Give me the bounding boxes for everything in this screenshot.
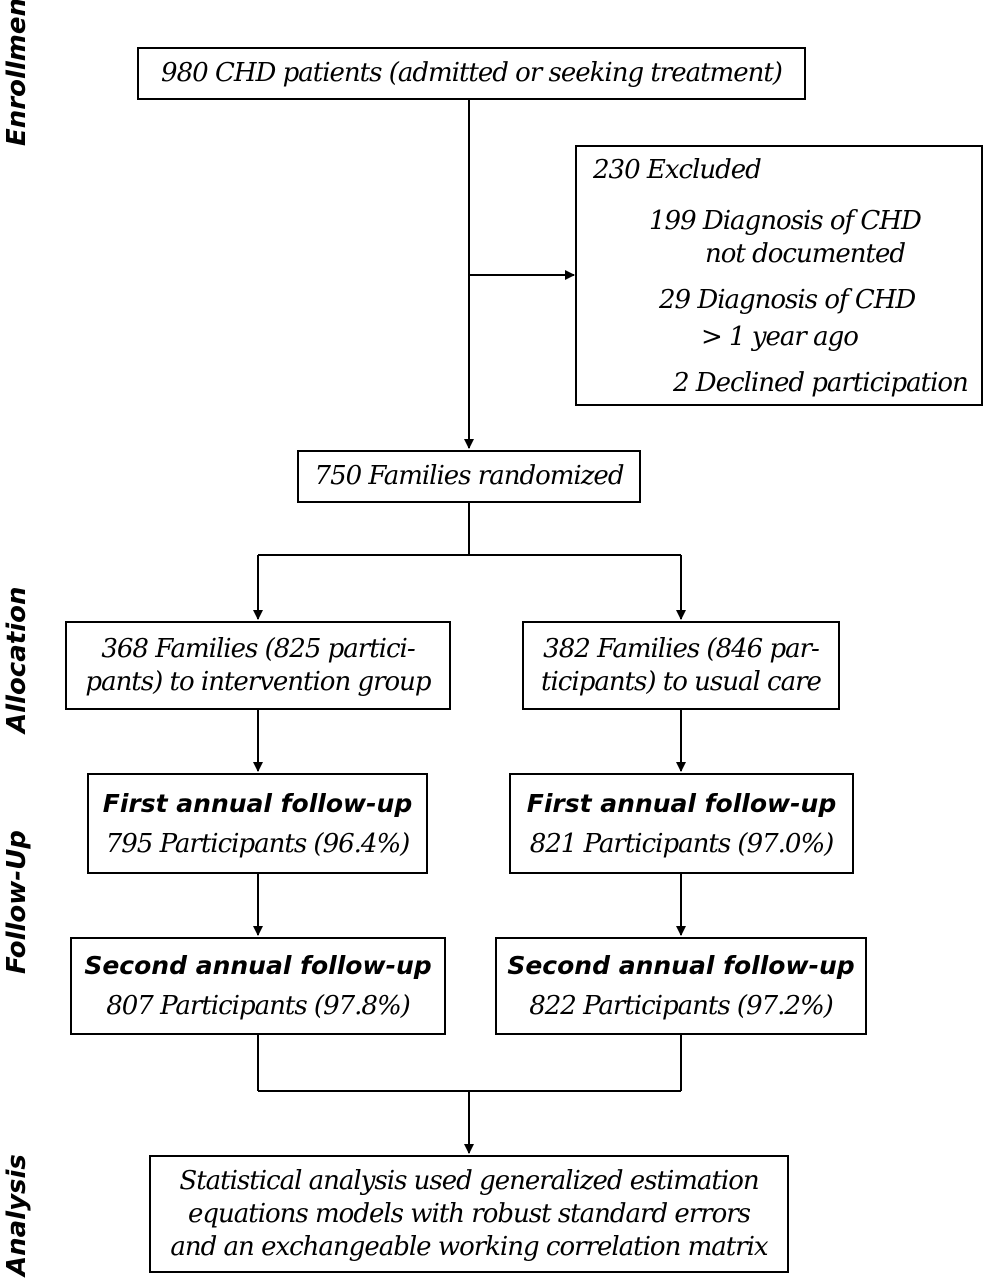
phase-label-analysis: Analysis bbox=[2, 1154, 32, 1276]
exclusion-reason-3: 2 Declined participation bbox=[673, 368, 969, 398]
analysis-line-3: and an exchangeable working correlation … bbox=[170, 1231, 768, 1262]
analysis-box: Statistical analysis used generalized es… bbox=[149, 1155, 789, 1273]
exclusion-reason-1-line-2: not documented bbox=[705, 239, 906, 269]
first-followup-left-box: First annual follow-up 795 Participants … bbox=[87, 773, 428, 874]
phase-label-allocation: Allocation bbox=[2, 586, 32, 733]
exclusion-reason-1-line-1: 199 Diagnosis of CHD bbox=[649, 206, 922, 236]
analysis-line-1: Statistical analysis used generalized es… bbox=[179, 1165, 759, 1196]
second-followup-left-box: Second annual follow-up 807 Participants… bbox=[70, 937, 446, 1035]
first-followup-right-value: 821 Participants (97.0%) bbox=[529, 828, 835, 859]
intervention-line-2: pants) to intervention group bbox=[85, 666, 431, 697]
first-followup-right-title: First annual follow-up bbox=[526, 788, 837, 818]
usual-care-line-1: 382 Families (846 par- bbox=[543, 633, 820, 664]
exclusion-reason-2-line-1: 29 Diagnosis of CHD bbox=[659, 285, 916, 315]
intervention-line-1: 368 Families (825 partici- bbox=[101, 633, 415, 664]
enrollment-text: 980 CHD patients (admitted or seeking tr… bbox=[161, 58, 783, 88]
usual-care-line-2: ticipants) to usual care bbox=[541, 666, 822, 697]
exclusion-reason-2-line-2: > 1 year ago bbox=[701, 322, 859, 352]
first-followup-left-value: 795 Participants (96.4%) bbox=[105, 828, 411, 859]
phase-label-enrollment: Enrollment bbox=[2, 0, 32, 146]
randomized-text: 750 Families randomized bbox=[314, 461, 625, 491]
analysis-line-2: equations models with robust standard er… bbox=[187, 1198, 751, 1229]
phase-label-follow-up: Follow-Up bbox=[2, 830, 32, 974]
usual-care-box: 382 Families (846 par- ticipants) to usu… bbox=[522, 621, 840, 710]
first-followup-right-box: First annual follow-up 821 Participants … bbox=[509, 773, 854, 874]
second-followup-right-value: 822 Participants (97.2%) bbox=[529, 991, 834, 1021]
randomized-box: 750 Families randomized bbox=[297, 450, 641, 503]
second-followup-right-box: Second annual follow-up 822 Participants… bbox=[495, 937, 867, 1035]
second-followup-right-title: Second annual follow-up bbox=[507, 951, 855, 980]
enrollment-box: 980 CHD patients (admitted or seeking tr… bbox=[137, 47, 806, 100]
excluded-title: 230 Excluded bbox=[593, 155, 762, 185]
second-followup-left-value: 807 Participants (97.8%) bbox=[106, 991, 411, 1021]
intervention-group-box: 368 Families (825 partici- pants) to int… bbox=[65, 621, 451, 710]
second-followup-left-title: Second annual follow-up bbox=[84, 951, 432, 980]
excluded-box: 230 Excluded 199 Diagnosis of CHD not do… bbox=[575, 145, 983, 406]
first-followup-left-title: First annual follow-up bbox=[102, 788, 413, 818]
